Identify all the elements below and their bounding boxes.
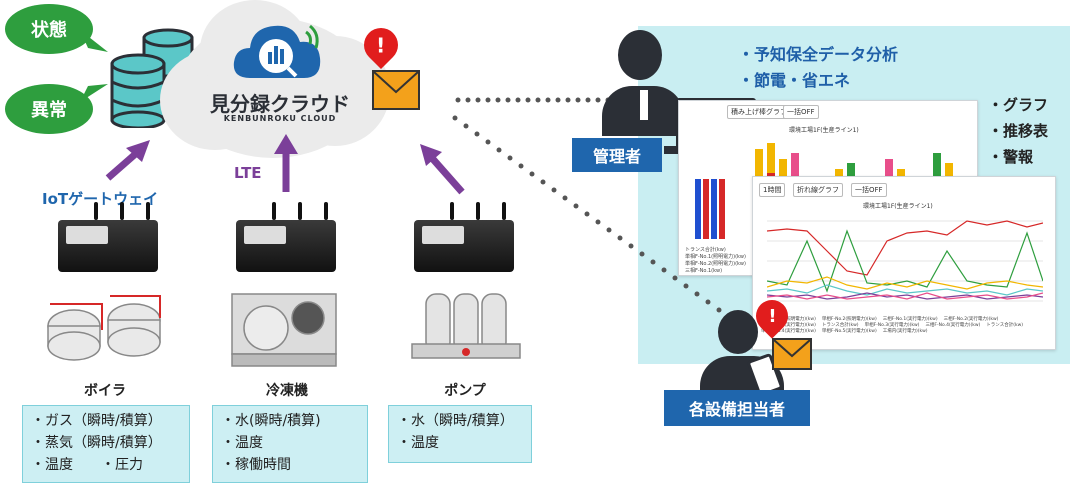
- legend-item: 三相F-No.3(実行電力)(kw): [761, 323, 816, 328]
- manager-side-item: ・グラフ: [988, 96, 1049, 114]
- status-label: 状態: [31, 20, 67, 41]
- spec-box-chiller: ・水(瞬時/積算) ・温度 ・稼働時間: [212, 405, 368, 483]
- spec-box-pump: ・水（瞬時/積算） ・温度: [388, 405, 532, 463]
- cloud-name: 見分録クラウド: [210, 92, 350, 116]
- gateway-device-icon: [228, 202, 348, 276]
- envelope-icon: [372, 70, 420, 110]
- manager-role-label: 管理者: [592, 147, 641, 166]
- legend-item: 単相F-No.3(実行電力)(kw): [864, 323, 920, 328]
- envelope-icon: [772, 338, 812, 370]
- manager-role: 管理者: [572, 138, 662, 172]
- operator-role-label: 各設備担当者: [688, 400, 785, 419]
- spec-item: ・水（瞬時/積算）: [397, 413, 514, 429]
- chiller-icon: [231, 293, 337, 367]
- legend-item: 三相F-No.1(kw): [685, 268, 723, 274]
- cloud-logo-icon: [233, 24, 321, 78]
- operator-role: 各設備担当者: [664, 390, 810, 426]
- equipment-name-chiller: 冷凍機: [266, 383, 308, 399]
- legend-item: 工場内(実行電力)(kw): [882, 329, 928, 334]
- status-bubble-tail: [80, 30, 108, 52]
- spec-item: ・ガス（瞬時/積算）: [31, 413, 162, 429]
- legend-item: 単相F-No.5(実行電力)(kw): [821, 329, 877, 334]
- pump-icon: [411, 293, 521, 359]
- legend-item: 単相F-No.1(照明電力)(kw): [761, 317, 816, 322]
- legend-item: トランス合計(kw): [821, 323, 859, 328]
- person-icon: [718, 310, 758, 354]
- legend-item: 単相F-No.2(照明電力)(kw): [685, 261, 746, 267]
- anomaly-bubble: 異常: [5, 84, 93, 134]
- back-chart-legend: トランス合計(kw) 単相F-No.1(照明電力)(kw) 単相F-No.2(照…: [685, 247, 795, 275]
- spec-item: ・水(瞬時/積算): [221, 413, 321, 429]
- legend-item: トランス合計(kw): [986, 323, 1024, 328]
- legend-item: 三相F-No.4(実行電力)(kw): [925, 323, 981, 328]
- manager-side-item: ・推移表: [988, 122, 1049, 140]
- interval-select[interactable]: 1時間: [759, 183, 786, 197]
- line-plot: [767, 220, 1043, 302]
- status-bubble: 状態: [5, 4, 93, 54]
- equipment-name-pump: ポンプ: [444, 383, 486, 399]
- all-off-button[interactable]: 一括OFF: [783, 105, 819, 119]
- front-chart-legend: 単相F-No.1(照明電力)(kw) 単相F-No.2(照明電力)(kw) 三相…: [761, 317, 1051, 335]
- lte-label: LTE: [234, 164, 262, 182]
- cloud-subtitle: KENBUNROKU CLOUD: [223, 114, 337, 123]
- person-icon: [618, 30, 662, 80]
- gateway-device-icon: [406, 202, 526, 276]
- gateway-device-icon: [50, 202, 170, 276]
- chart-title: 環境工場1F(生産ライン1): [789, 127, 859, 134]
- legend-item: 三相F-No.2(実行電力)(kw): [943, 317, 999, 322]
- chart-type-select[interactable]: 折れ線グラフ: [793, 183, 843, 197]
- all-off-button[interactable]: 一括OFF: [851, 183, 887, 197]
- equipment-name-boiler: ボイラ: [84, 383, 126, 399]
- manager-side-item: ・警報: [988, 148, 1034, 166]
- legend-item: 単相F-No.1(照明電力)(kw): [685, 254, 746, 260]
- gateway-label: IoTゲートウェイ: [42, 190, 159, 208]
- anomaly-bubble-tail: [80, 84, 108, 102]
- arrows: [105, 134, 465, 195]
- line-chart-card: 1時間 折れ線グラフ 一括OFF 環境工場1F(生産ライン1) 単相F-No.1…: [752, 176, 1056, 350]
- spec-box-boiler: ・ガス（瞬時/積算） ・蒸気（瞬時/積算） ・温度 ・圧力: [22, 405, 190, 483]
- tie: [640, 90, 648, 120]
- legend-item: 三相F-No.1(実行電力)(kw): [882, 317, 938, 322]
- chart-title: 環境工場1F(生産ライン1): [863, 203, 933, 210]
- spec-item: ・温度 ・圧力: [31, 457, 143, 473]
- legend-item: トランス合計(kw): [685, 247, 726, 253]
- manager-side-list: ・グラフ ・推移表 ・警報: [988, 92, 1048, 170]
- spec-item: ・稼働時間: [221, 457, 291, 473]
- spec-item: ・蒸気（瞬時/積算）: [31, 435, 162, 451]
- spec-item: ・温度: [397, 435, 439, 451]
- chart-type-select[interactable]: 積み上げ棒グラフ: [727, 105, 791, 119]
- manager-top-item: ・予知保全データ分析: [738, 45, 899, 64]
- legend-item: 単相F-No.2(照明電力)(kw): [821, 317, 877, 322]
- manager-top-item: ・節電・省エネ: [738, 71, 851, 90]
- anomaly-label: 異常: [31, 100, 67, 121]
- legend-item: 単相F-No.4(実行電力)(kw): [761, 329, 816, 334]
- manager-top-list: ・予知保全データ分析 ・節電・省エネ: [738, 42, 898, 94]
- spec-item: ・温度: [221, 435, 263, 451]
- boiler-icon: [47, 295, 161, 361]
